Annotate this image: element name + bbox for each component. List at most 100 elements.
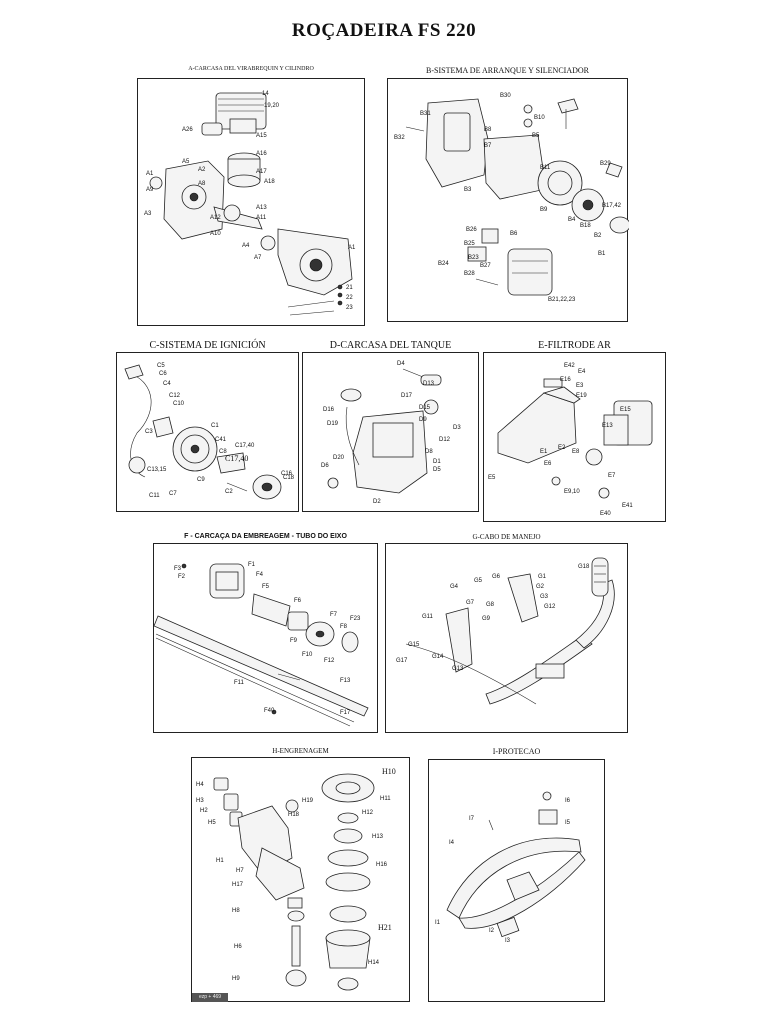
label-h3: H3	[196, 798, 204, 804]
label-c41: C41	[215, 437, 227, 443]
label-i5: I5	[565, 820, 571, 826]
panel-i-title: I-PROTECAO	[492, 747, 541, 756]
label-d13: D13	[423, 381, 435, 387]
label-a-19-20: 19,20	[264, 103, 280, 109]
label-h4: H4	[196, 782, 204, 788]
label-22: 22	[346, 295, 353, 301]
label-g11: G11	[422, 614, 434, 620]
label-h14: H14	[368, 960, 380, 966]
label-c10: C10	[173, 401, 185, 407]
label-g2: G2	[536, 584, 545, 590]
label-b3: B3	[464, 187, 472, 193]
label-b4: B4	[568, 217, 576, 223]
label-b8: B8	[484, 127, 492, 133]
panel-b-drawing: B30 B31 B32 B7 B8 B10 B5 B11 B29 B3 B9 B…	[394, 93, 629, 303]
panel-e-title: E-FILTRODE AR	[538, 340, 611, 351]
label-a3: A3	[144, 211, 152, 217]
label-b9: B9	[540, 207, 548, 213]
label-g1: G1	[538, 574, 547, 580]
label-a15: A15	[256, 133, 267, 139]
label-b5: B5	[532, 133, 540, 139]
label-h18: H18	[288, 812, 300, 818]
label-a1: A1	[348, 245, 356, 251]
label-c9: C9	[197, 477, 205, 483]
panel-c-drawing: C5 C6 C4 C12 C10 C3 C41 C13,15 C8 C17,40…	[124, 363, 295, 500]
label-f12: F12	[324, 658, 335, 664]
label-f6: F6	[294, 598, 302, 604]
panel-g-drawing: G18 G1 G2 G3 G4 G5 G6 G7 G8 G9 G11 G15 G…	[396, 557, 615, 705]
label-a16: A16	[256, 151, 267, 157]
label-h7: H7	[236, 868, 244, 874]
panel-b-title: B-SISTEMA DE ARRANQUE Y SILENCIADOR	[426, 66, 589, 75]
label-b23: B23	[468, 255, 479, 261]
panel-f-clutch-housing-drive-tube: F3 F2 F1 F4 F5 F6 F7 F8 F23 F9 F10 F12 F…	[153, 543, 378, 733]
label-d6: D6	[321, 463, 329, 469]
image-stamp: ezp + 469	[192, 993, 228, 1002]
panel-a-crankcase-cylinder: 14 19,20 A26 A15 A16 A17 A18 A13 A11 A10…	[137, 78, 365, 326]
label-g13: G13	[452, 666, 464, 672]
label-a11: A11	[256, 215, 267, 221]
label-h6: H6	[234, 944, 242, 950]
label-h21: H21	[378, 923, 392, 932]
label-g3: G3	[540, 594, 549, 600]
label-c13-15: C13,15	[147, 467, 167, 473]
label-g17: G17	[396, 658, 408, 664]
label-d5: D5	[433, 467, 441, 473]
label-d3: D3	[453, 425, 461, 431]
label-e15: E15	[620, 407, 631, 413]
label-e8: E8	[572, 449, 580, 455]
label-e4: E4	[578, 369, 586, 375]
label-g14: G14	[432, 654, 444, 660]
panel-a-title: A-CARCASA DEL VIRABREQUIN Y CILINDRO	[188, 66, 314, 72]
label-c7: C7	[169, 491, 177, 497]
label-h8: H8	[232, 908, 240, 914]
label-f2: F2	[178, 574, 186, 580]
label-g7: G7	[466, 600, 475, 606]
panel-i-guard: I6 I7 I4 I5 I1 I2 I3	[428, 759, 605, 1002]
label-e2: E2	[558, 445, 566, 451]
label-a8: A8	[198, 181, 206, 187]
label-b32: B32	[394, 135, 405, 141]
label-e6: E6	[544, 461, 552, 467]
label-h1: H1	[216, 858, 224, 864]
label-a9: A9	[146, 187, 154, 193]
label-c12: C12	[169, 393, 181, 399]
label-a5: A5	[182, 159, 190, 165]
label-d1: D1	[433, 459, 441, 465]
label-a18: A18	[264, 179, 275, 185]
label-d12: D12	[439, 437, 451, 443]
panel-i-drawing: I6 I7 I4 I5 I1 I2 I3	[435, 791, 586, 944]
label-b28: B28	[464, 271, 475, 277]
label-f7: F7	[330, 612, 338, 618]
label-f23: F23	[350, 616, 361, 622]
label-i1: I1	[435, 920, 441, 926]
panel-g-handlebar: G18 G1 G2 G3 G4 G5 G6 G7 G8 G9 G11 G15 G…	[385, 543, 628, 733]
label-d17: D17	[401, 393, 413, 399]
label-b18: B18	[580, 223, 591, 229]
label-f9: F9	[290, 638, 298, 644]
panel-e-drawing: E42 E4 E16 E3 E19 E15 E13 E1 E2 E8 E7 E9…	[488, 363, 653, 517]
label-a26: A26	[182, 127, 193, 133]
label-c8: C8	[219, 449, 227, 455]
label-b25: B25	[464, 241, 475, 247]
label-b24: B24	[438, 261, 449, 267]
label-d19: D19	[327, 421, 339, 427]
label-c5: C5	[157, 363, 165, 369]
label-b1: B1	[598, 251, 606, 257]
label-b17-42: B17,42	[602, 203, 622, 209]
label-c1: C1	[211, 423, 219, 429]
label-f10: F10	[302, 652, 313, 658]
label-g12: G12	[544, 604, 556, 610]
label-a13: A13	[256, 205, 267, 211]
panel-c-title: C-SISTEMA DE IGNICIÓN	[149, 340, 266, 351]
label-f8: F8	[340, 624, 348, 630]
label-d4: D4	[397, 361, 405, 367]
panel-e-air-filter: E42 E4 E16 E3 E19 E15 E13 E1 E2 E8 E7 E9…	[483, 352, 666, 522]
label-h13: H13	[372, 834, 384, 840]
label-e16: E16	[560, 377, 571, 383]
label-b30: B30	[500, 93, 511, 99]
label-d16: D16	[323, 407, 335, 413]
label-h2: H2	[200, 808, 208, 814]
label-f40: F40	[264, 708, 275, 714]
panel-h-title: H-ENGRENAGEM	[272, 747, 329, 755]
